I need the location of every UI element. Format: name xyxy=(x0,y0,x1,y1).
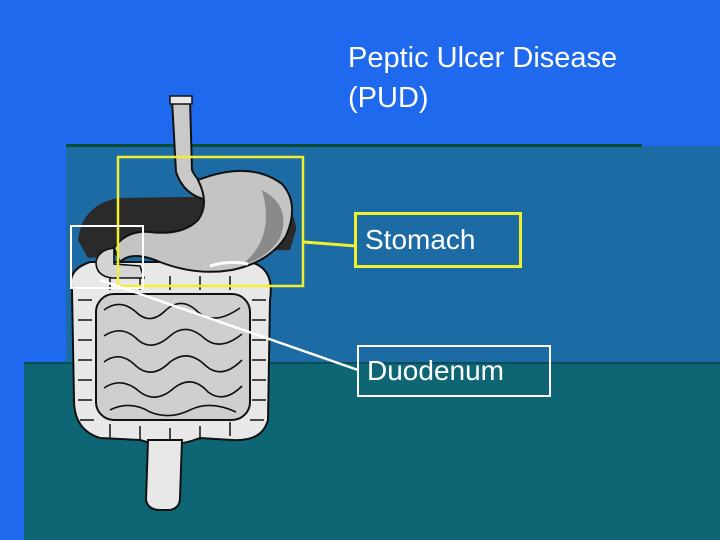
duodenum-leader-line xyxy=(99,278,359,372)
title-line-2: (PUD) xyxy=(348,82,429,114)
rectum xyxy=(144,439,184,511)
lower-band-edge xyxy=(24,362,720,365)
duodenum-organ xyxy=(95,247,146,279)
stomach-organ xyxy=(112,170,293,273)
duodenum-label: Duodenum xyxy=(357,345,551,397)
stomach-highlight-box xyxy=(116,155,305,288)
slide-title: Peptic Ulcer Disease (PUD) xyxy=(348,38,688,118)
duodenum-label-text: Duodenum xyxy=(367,355,504,386)
intestine-coils xyxy=(103,302,243,417)
upper-band-edge xyxy=(66,144,642,147)
stomach-leader-line xyxy=(303,240,357,248)
stomach-label-text: Stomach xyxy=(365,224,476,255)
esophagus-top xyxy=(169,95,193,105)
duodenum-highlight-box xyxy=(70,225,144,289)
stomach-label: Stomach xyxy=(354,212,522,268)
stomach-shading xyxy=(240,190,284,266)
stomach-highlight xyxy=(209,260,249,268)
title-line-1: Peptic Ulcer Disease xyxy=(348,42,618,74)
